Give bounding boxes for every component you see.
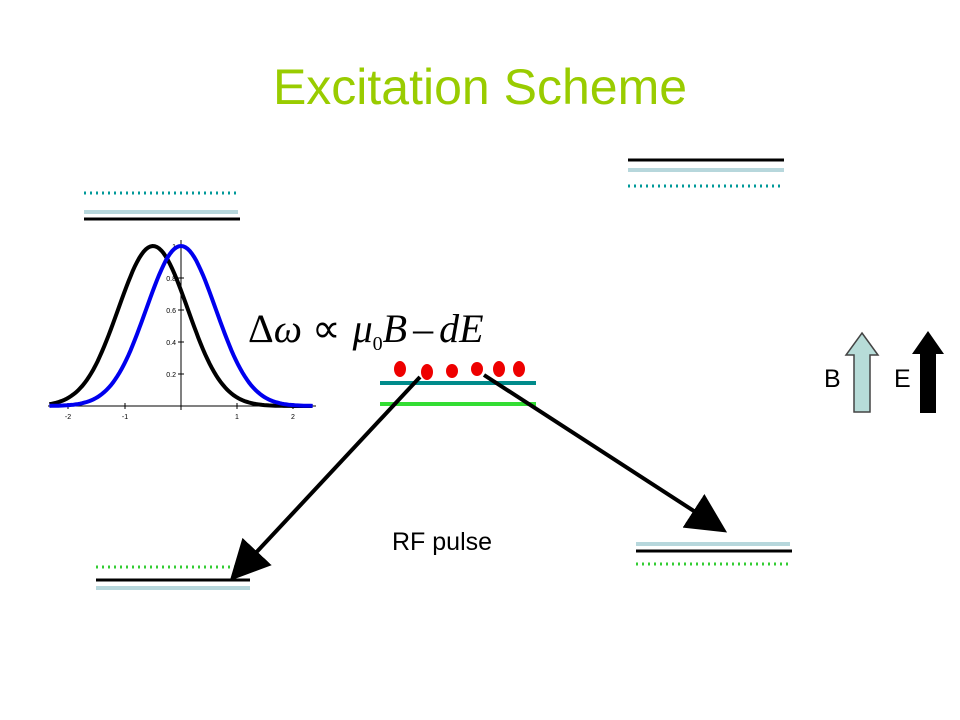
- level-bottom-left: [96, 565, 250, 590]
- inset-plot: -2 -1 1 2 0.2 0.4 0.6 0.8 1: [48, 240, 316, 421]
- particle: [421, 364, 433, 380]
- b-field-arrow-icon: [844, 331, 880, 413]
- x-tick-label: 1: [235, 414, 239, 421]
- slide-title: Excitation Scheme: [272, 59, 688, 115]
- energy-shift-formula: Δω∝μ0B–dE: [248, 306, 484, 355]
- particle: [513, 361, 525, 377]
- x-tick-label: 2: [291, 414, 295, 421]
- gaussian-curve-black: [49, 243, 313, 408]
- particle: [471, 362, 483, 376]
- level-bottom-right: [636, 542, 792, 566]
- particles: [394, 361, 525, 380]
- particle: [446, 364, 458, 378]
- rf-pulse-label: RF pulse: [392, 528, 492, 556]
- particle: [493, 361, 505, 377]
- y-tick-label: 0.8: [166, 276, 176, 283]
- x-tick-label: -1: [122, 414, 128, 421]
- y-tick-label: 0.6: [166, 308, 176, 315]
- transition-arrow-left: [229, 375, 422, 581]
- b-field-label: B: [824, 365, 841, 393]
- level-top-left: [84, 191, 240, 221]
- level-top-right: [628, 158, 784, 188]
- y-tick-label: 0.4: [166, 340, 176, 347]
- level-middle: [380, 381, 536, 406]
- e-field-label: E: [894, 365, 911, 393]
- x-tick-label: -2: [65, 414, 71, 421]
- transition-arrow-right: [482, 373, 728, 533]
- particle: [394, 361, 406, 377]
- e-field-arrow-icon: [912, 331, 944, 413]
- gaussian-curve-blue: [49, 243, 313, 408]
- y-tick-label: 0.2: [166, 372, 176, 379]
